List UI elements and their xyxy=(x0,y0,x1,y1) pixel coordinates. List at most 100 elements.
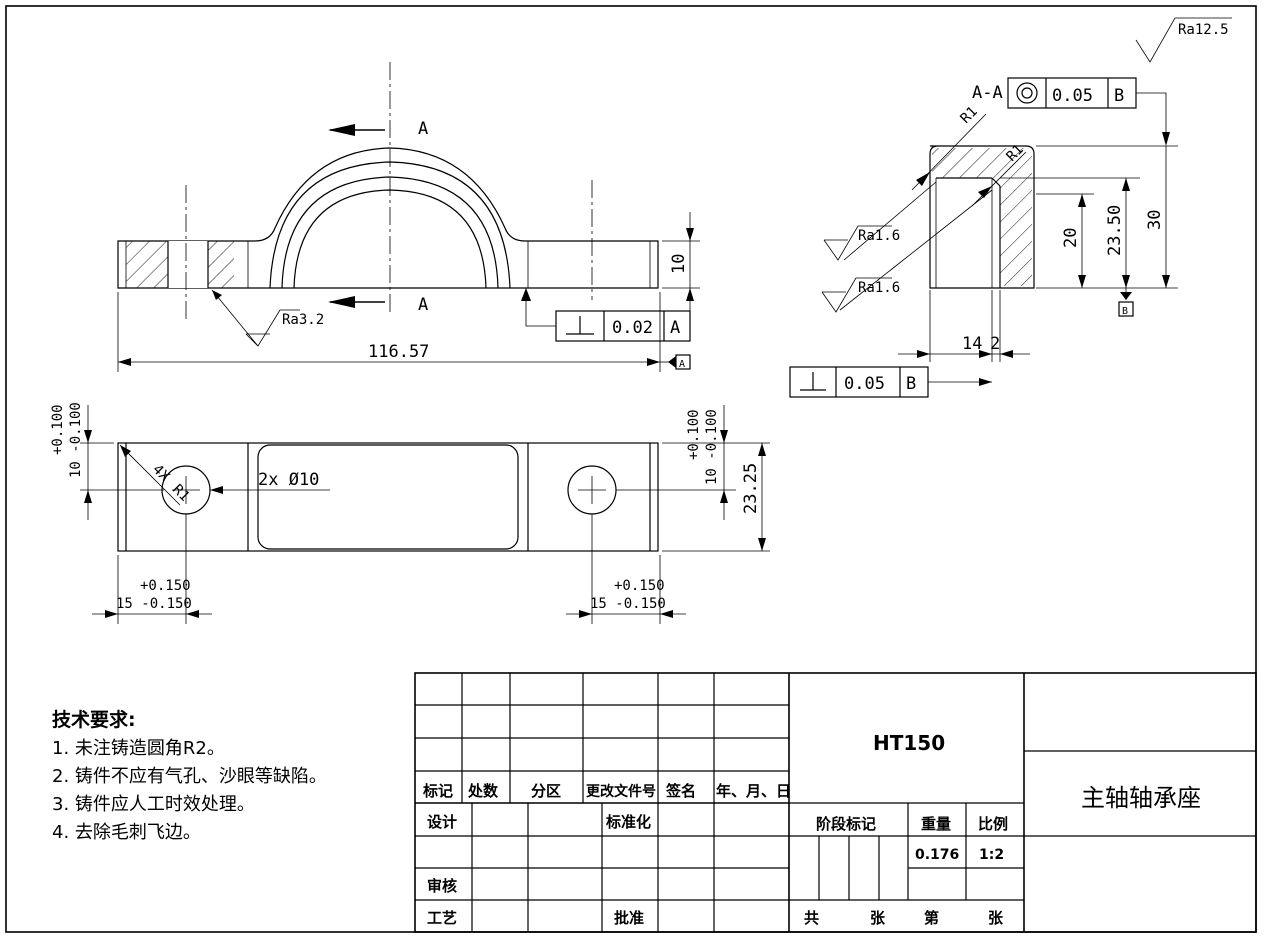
dim20-arrow-top xyxy=(1078,194,1086,207)
ra32-leader xyxy=(211,289,259,347)
section-label-top: A xyxy=(418,119,428,139)
tb-standardize: 标准化 xyxy=(605,813,651,831)
dim10-arrow-bottom xyxy=(686,288,694,301)
hdr-doc: 更改文件号 xyxy=(586,783,656,800)
datum-b-box xyxy=(1118,301,1134,317)
tb-process: 工艺 xyxy=(427,909,457,927)
corner-4x: 4X xyxy=(149,462,173,486)
dim-14: 14 xyxy=(962,334,982,354)
rtol-minus: 10 -0.100 xyxy=(704,409,720,485)
tb-part-name: 主轴轴承座 xyxy=(1081,784,1201,812)
tol-datum: A xyxy=(670,318,680,338)
corner-leader xyxy=(119,444,181,506)
rtol-arrow-top xyxy=(720,430,728,443)
corner-r1: R1 xyxy=(169,482,192,505)
hdr-sign: 签名 xyxy=(665,782,696,800)
front-left-hole-mask xyxy=(168,241,208,288)
top-pocket xyxy=(257,444,519,550)
tb-stage: 阶段标记 xyxy=(816,815,876,833)
tol-value: 0.02 xyxy=(612,318,653,338)
ra32-symbol xyxy=(245,309,300,347)
dim-30: 30 xyxy=(1145,210,1165,230)
conc-arrow xyxy=(1162,132,1170,146)
tol-frame-box xyxy=(555,310,691,342)
ra32-label: Ra3.2 xyxy=(282,312,324,328)
ra16-symbol-2 xyxy=(821,277,892,313)
section-view: Ra12.5 A-A 0.05 B R1 R1 Ra1.6 xyxy=(789,17,1232,398)
conc-outer-circle xyxy=(1016,82,1038,104)
ltol-arrow-bottom xyxy=(84,490,92,503)
front-view: A A Ra3.2 10 116.57 A xyxy=(117,62,700,372)
tb-review: 审核 xyxy=(427,877,457,895)
top-view: 4X R1 2x Ø10 +0.100 10 -0.100 +0.100 10 … xyxy=(50,402,770,624)
ra16-leader-2 xyxy=(839,189,993,311)
datum-b-label: B xyxy=(1122,306,1128,317)
perp-b-value: 0.05 xyxy=(844,374,885,394)
hdr-date: 年、月、日 xyxy=(716,782,791,800)
dim30-arrow-bottom xyxy=(1162,275,1170,288)
datum-b-triangle xyxy=(1120,292,1132,300)
tb-material: HT150 xyxy=(873,731,945,755)
dim-width: 116.57 xyxy=(368,342,429,362)
dim20-arrow-bottom xyxy=(1078,275,1086,288)
l15-arrow-left xyxy=(105,610,118,618)
r15-plus: +0.150 xyxy=(614,578,665,594)
conc-inner-circle xyxy=(1021,87,1033,99)
datum-a-triangle xyxy=(668,356,676,368)
r15-minus: 15 -0.150 xyxy=(590,596,666,612)
l15-arrow-right xyxy=(186,610,199,618)
dim2350-arrow-bottom xyxy=(1122,275,1130,288)
rtol-arrow-bottom xyxy=(720,490,728,503)
tech-requirements: 技术要求: 1. 未注铸造圆角R2。 2. 铸件不应有气孔、沙眼等缺陷。 3. … xyxy=(52,708,327,843)
r1-arrow-1 xyxy=(916,172,930,186)
tb-sheet-no: 第 xyxy=(924,909,939,927)
tb-sheet-unit: 张 xyxy=(988,909,1004,927)
tb-scale-value: 1:2 xyxy=(979,847,1004,863)
section-arrow-top-head xyxy=(328,124,355,136)
top-outline xyxy=(117,442,659,552)
ra16-label-2: Ra1.6 xyxy=(858,280,900,296)
ra32-arrow xyxy=(212,290,222,300)
depth-arrow-bottom xyxy=(758,538,766,551)
l15-plus: +0.150 xyxy=(140,578,191,594)
tb-weight-value: 0.176 xyxy=(915,847,959,863)
dim-2: 2 xyxy=(990,334,1000,354)
tb-weight-label: 重量 xyxy=(921,815,951,833)
ltol-plus: +0.100 xyxy=(50,404,66,455)
section-arrow-bottom-head xyxy=(328,296,355,308)
tb-approve: 批准 xyxy=(614,909,644,927)
tech-item-1: 1. 未注铸造圆角R2。 xyxy=(52,738,225,759)
hdr-count: 处数 xyxy=(467,782,499,800)
dim-2350: 23.50 xyxy=(1105,205,1125,256)
tb-sheets: 张 xyxy=(870,909,886,927)
dimw-arrow-right xyxy=(647,358,660,366)
ltol-arrow-top xyxy=(84,430,92,443)
conc-leader xyxy=(1136,92,1167,140)
hole-leader-arrow xyxy=(210,486,223,494)
dim-20: 20 xyxy=(1061,228,1081,248)
dim2350-arrow-top xyxy=(1122,178,1130,191)
tech-item-3: 3. 铸件应人工时效处理。 xyxy=(52,794,255,815)
tol-frame-leader xyxy=(525,288,556,327)
dim14-arrow-right xyxy=(979,350,992,358)
r1-leader-2 xyxy=(971,151,1027,207)
hole-callout: 2x Ø10 xyxy=(258,470,319,490)
front-outline xyxy=(117,147,659,289)
hdr-mark: 标记 xyxy=(422,782,453,800)
l15-minus: 15 -0.150 xyxy=(116,596,192,612)
depth-arrow-top xyxy=(758,443,766,456)
datum-a-label: A xyxy=(679,359,685,370)
dim2-arrow xyxy=(1000,350,1013,358)
depth-dim: 23.25 xyxy=(741,463,761,514)
section-right-hatch xyxy=(1000,178,1032,286)
rtol-plus: +0.100 xyxy=(686,409,702,460)
dim-thickness: 10 xyxy=(669,254,689,274)
tb-design: 设计 xyxy=(427,813,457,831)
r15-arrow-right xyxy=(660,610,673,618)
dimw-arrow-left xyxy=(118,358,131,366)
conc-value: 0.05 xyxy=(1052,86,1093,106)
tech-title: 技术要求: xyxy=(52,708,136,731)
front-mid-arc xyxy=(281,176,499,289)
ra16-leader-1 xyxy=(843,181,937,261)
